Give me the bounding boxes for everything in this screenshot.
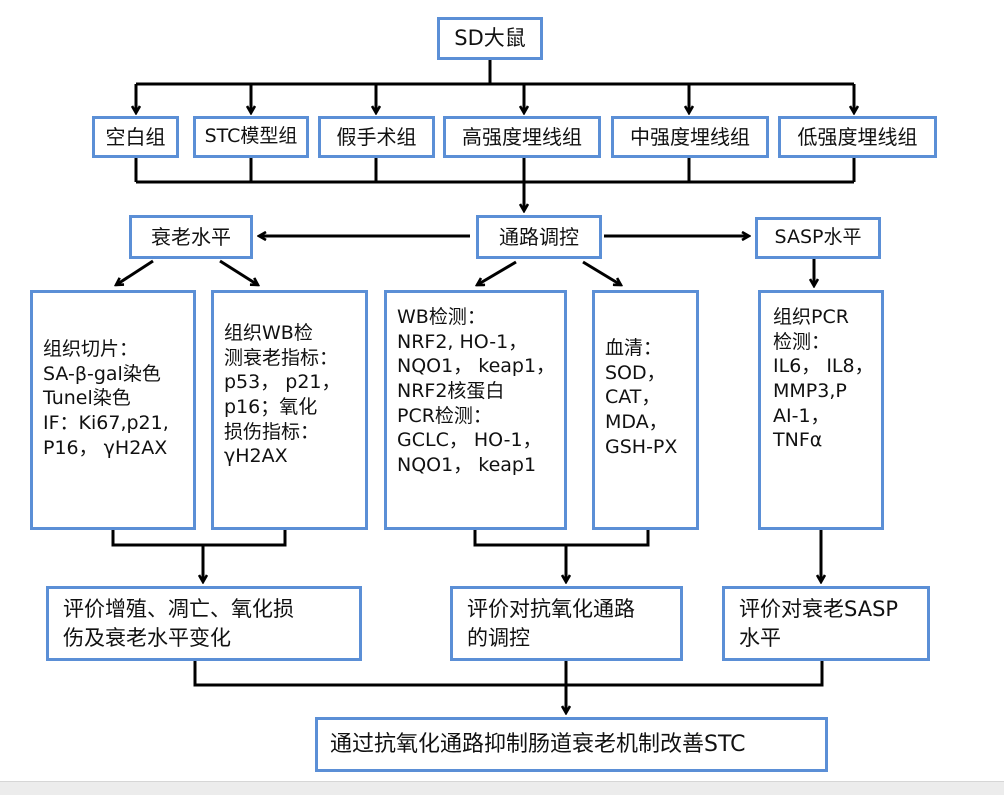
conclusion-label: 通过抗氧化通路抑制肠道衰老机制改善STC [330,731,746,757]
group-label: 空白组 [105,124,166,149]
eval-line: 水平 [739,626,781,651]
detail-line: 血清： [605,337,663,359]
connector-senescence-merge [111,529,287,547]
bottom-scroll-area [0,781,1004,795]
group-box-blank: 空白组 [92,116,179,158]
detail-line: GSH-PX [605,435,678,458]
eval-box-pathway: 评价对抗氧化通路 的调控 [450,586,683,661]
eval-line: 的调控 [467,626,530,651]
detail-line: p53， p21， [224,371,341,394]
detail-line: γH2AX [224,445,288,468]
arrow-senescence-to-section [116,259,154,285]
eval-line: 伤及衰老水平变化 [63,626,231,651]
detail-line: MDA， [605,411,668,434]
group-label: STC模型组 [204,125,298,148]
eval-box-senescence: 评价增殖、凋亡、氧化损 伤及衰老水平变化 [46,586,362,661]
connector-pathway-merge [473,529,650,547]
detail-line: NQO1， keap1 [397,454,537,477]
group-box-stc-model: STC模型组 [193,116,309,158]
detail-line: PCR检测： [397,404,492,427]
arrow-senescence-to-wb [219,259,258,285]
group-label: 中强度埋线组 [630,124,750,149]
detail-box-tissue-pcr: 组织PCR 检测： IL6， IL8， MMP3,P AI-1， TNFα [758,290,884,530]
detail-line: TNFα [773,429,823,452]
detail-line: WB检测： [397,306,486,328]
detail-line: IL6， IL8， [773,355,874,378]
detail-box-tissue-section: 组织切片： SA-β-gal染色 Tunel染色 IF：Ki67,p21, P1… [30,290,196,530]
detail-line: MMP3,P [773,380,847,403]
group-box-low-intensity: 低强度埋线组 [778,116,937,158]
detail-line: 组织PCR [773,306,849,328]
connector-eval-merge [193,660,824,687]
group-box-high-intensity: 高强度埋线组 [443,116,601,158]
root-box-sd-rats: SD大鼠 [437,17,543,60]
detail-line: Tunel染色 [43,387,131,410]
group-label: 高强度埋线组 [462,124,582,149]
group-box-sham: 假手术组 [318,116,435,158]
eval-line: 评价增殖、凋亡、氧化损 [63,597,294,621]
detail-line: AI-1， [773,404,830,427]
conclusion-box: 通过抗氧化通路抑制肠道衰老机制改善STC [315,717,828,772]
detail-line: SA-β-gal染色 [43,362,161,385]
detail-line: SOD， [605,361,666,384]
arrow-pathway-to-serum [582,260,621,285]
category-label: 通路调控 [499,224,579,249]
detail-line: P16， γH2AX [43,436,168,459]
detail-line: 检测： [773,330,831,353]
group-label: 低强度埋线组 [797,124,918,149]
arrow-pathway-to-wbpcr [477,260,517,285]
detail-line: GCLC， HO-1， [397,429,542,452]
detail-line: 组织切片： [43,338,139,360]
detail-line: NRF2, HO-1， [397,330,528,353]
detail-line: 损伤指标： [224,420,320,443]
detail-line: NRF2核蛋白 [397,380,505,403]
group-box-medium-intensity: 中强度埋线组 [611,116,769,158]
eval-box-sasp: 评价对衰老SASP 水平 [722,586,930,661]
detail-line: CAT， [605,386,661,409]
eval-line: 评价对衰老SASP [739,597,899,621]
detail-box-tissue-wb: 组织WB检 测衰老指标： p53， p21， p16；氧化 损伤指标： γH2A… [211,290,368,530]
detail-line: p16；氧化 [224,396,318,419]
detail-box-serum: 血清： SOD， CAT， MDA， GSH-PX [592,290,699,530]
eval-line: 评价对抗氧化通路 [467,597,635,621]
category-label: SASP水平 [774,226,862,249]
root-label: SD大鼠 [454,26,526,51]
group-label: 假手术组 [336,124,417,149]
detail-line: 测衰老指标： [224,346,339,369]
category-box-senescence: 衰老水平 [129,215,253,259]
detail-line: 组织WB检 [224,322,313,344]
category-box-sasp: SASP水平 [755,217,881,259]
detail-line: NQO1， keap1， [397,355,556,378]
category-box-pathway: 通路调控 [476,215,602,259]
detail-box-wb-pcr: WB检测： NRF2, HO-1， NQO1， keap1， NRF2核蛋白 P… [384,290,567,530]
detail-line: IF：Ki67,p21, [43,412,169,435]
category-label: 衰老水平 [151,224,231,249]
